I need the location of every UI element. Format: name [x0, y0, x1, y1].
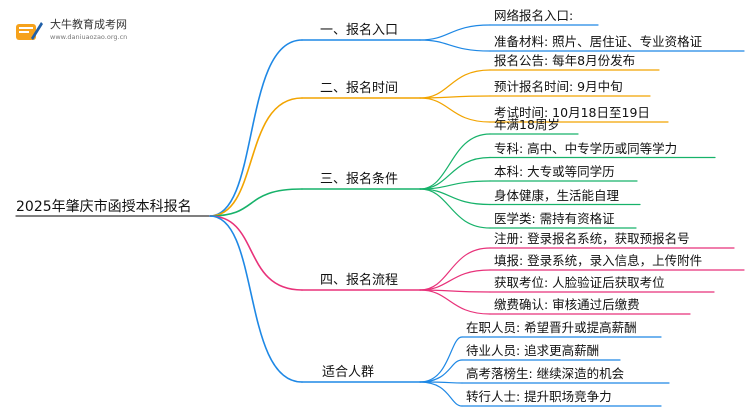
branch-label-3: 三、报名条件: [320, 172, 399, 187]
branch-link-1: [209, 39, 303, 217]
leaf-4-3: 获取考位: 人脸验证后获取考位: [494, 275, 665, 290]
leaf-2-2: 预计报名时间: 9月中旬: [494, 79, 623, 94]
leaf-link-4-2: [419, 269, 491, 291]
leaf-link-3-5: [419, 188, 491, 229]
leaf-link-2-2: [419, 95, 491, 99]
leaf-4-1: 注册: 登录报名系统，获取预报名号: [494, 231, 690, 246]
leaf-link-3-1: [419, 133, 491, 190]
branch-label-4: 四、报名流程: [320, 273, 399, 288]
leaf-link-2-3: [419, 97, 491, 123]
leaf-2-3: 考试时间: 10月18日至19日: [494, 105, 650, 120]
leaf-1-2: 准备材料: 照片、居住证、专业资格证: [494, 34, 703, 49]
leaf-link-1-1: [419, 24, 491, 41]
leaf-2-1: 报名公告: 每年8月份发布: [494, 53, 636, 68]
leaf-link-4-4: [419, 289, 491, 315]
leaf-5-4: 转行人士: 提升职场竞争力: [466, 389, 612, 404]
leaf-1-1: 网络报名入口:: [494, 8, 574, 23]
site-url: www.daniuaozao.org.cn: [50, 33, 128, 41]
leaf-4-4: 缴费确认: 审核通过后缴费: [494, 297, 640, 312]
leaf-link-1-2: [419, 39, 491, 52]
leaf-3-1: 年满18周岁: [494, 117, 560, 132]
leaf-4-2: 填报: 登录系统，录入信息，上传附件: [494, 253, 703, 268]
root-topic: 2025年肇庆市函授本科报名: [16, 199, 192, 215]
leaf-link-2-1: [419, 69, 491, 99]
leaf-link-5-4: [419, 381, 463, 407]
leaf-5-1: 在职人员: 希望晋升或提高薪酬: [466, 320, 637, 335]
leaf-link-3-2: [419, 156, 491, 190]
leaf-5-2: 待业人员: 追求更高薪酬: [466, 343, 600, 358]
leaf-3-2: 专科: 高中、中专学历或同等学力: [494, 140, 678, 156]
branch-label-2: 二、报名时间: [320, 81, 399, 96]
leaf-3-5: 医学类: 需持有资格证: [494, 211, 615, 226]
leaf-link-5-2: [419, 359, 463, 383]
site-logo[interactable]: 大牛教育成考网 www.daniuaozao.org.cn: [14, 14, 154, 48]
branch-link-4: [209, 215, 303, 291]
leaf-link-5-1: [419, 336, 463, 383]
branch-link-3: [209, 188, 303, 217]
branch-label-1: 一、报名入口: [320, 23, 399, 38]
leaf-link-3-4: [419, 188, 491, 206]
leaf-3-3: 本科: 大专或等同学历: [494, 164, 615, 179]
book-pencil-logo-icon: [16, 22, 43, 40]
leaf-3-4: 身体健康，生活能自理: [494, 187, 620, 203]
leaf-link-4-1: [419, 247, 491, 291]
leaf-5-3: 高考落榜生: 继续深造的机会: [466, 366, 625, 381]
site-name: 大牛教育成考网: [50, 18, 127, 31]
branch-link-2: [209, 97, 303, 217]
branch-label-5: 适合人群: [322, 365, 375, 380]
branch-link-5: [209, 215, 303, 383]
